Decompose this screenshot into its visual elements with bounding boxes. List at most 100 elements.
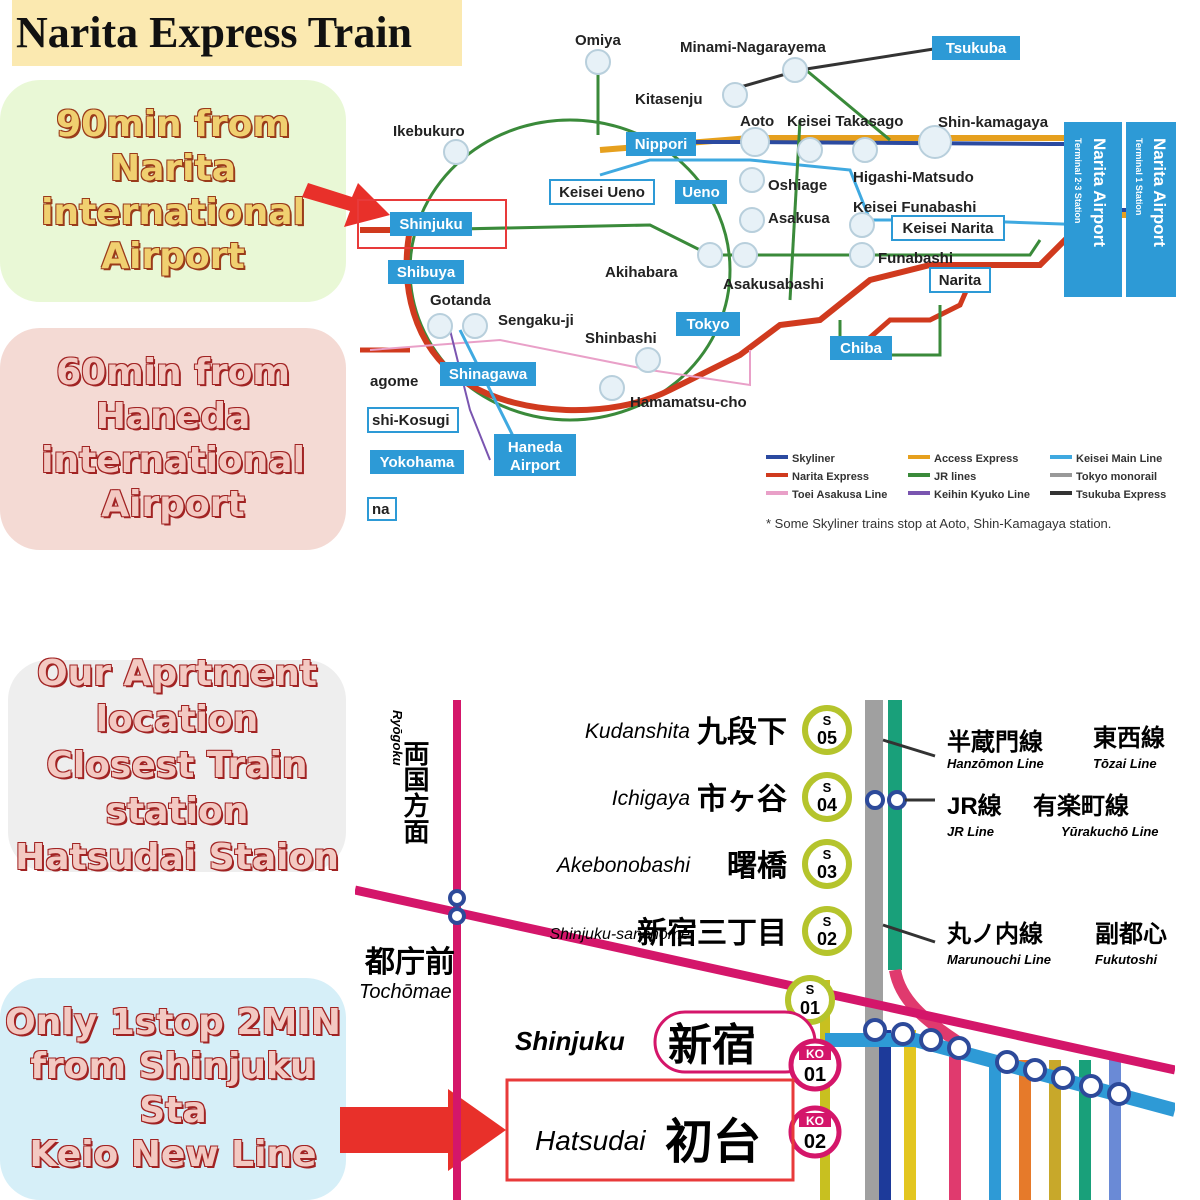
shinjuku-en-label: Shinjuku — [515, 1026, 625, 1056]
legend-note: * Some Skyliner trains stop at Aoto, Shi… — [766, 516, 1111, 531]
legend-swatch — [766, 491, 788, 495]
station-label: Ueno — [682, 184, 720, 201]
bubble-line: Closest Train — [46, 745, 308, 786]
s-code-letter: S — [823, 780, 832, 795]
station-code-circle — [802, 772, 852, 822]
legend-swatch — [1050, 455, 1072, 459]
bubble-line: from Shinjuku — [30, 1046, 316, 1087]
bubble-line: international — [41, 440, 305, 481]
tochomae-jp-label: 都庁前 — [364, 946, 455, 979]
ryogoku-jp-label: 両国方面 — [400, 740, 430, 844]
station-label: Funabashi — [878, 250, 953, 267]
station-label: Akihabara — [605, 264, 678, 281]
station-label: Tokyo — [686, 316, 729, 333]
legend-label: Access Express — [934, 453, 1018, 465]
narita-time-bubble: 90min from Narita international Airport — [0, 80, 346, 302]
bubble-line: location — [95, 699, 259, 740]
legend-label: Tsukuba Express — [1076, 489, 1166, 501]
legend-label: Skyliner — [792, 453, 836, 465]
station-label: Omiya — [575, 32, 622, 49]
bubble-line: Haneda — [95, 396, 251, 437]
airport-terminal-1-panel — [1126, 122, 1176, 297]
s-code-number: 03 — [817, 862, 837, 882]
station-label: Chiba — [840, 340, 882, 357]
station-label: Nippori — [635, 136, 688, 153]
ko-code-number: 01 — [804, 1064, 826, 1086]
apartment-location-bubble: Our Aprtment location Closest Train stat… — [8, 653, 346, 878]
station-label: Gotanda — [430, 292, 491, 309]
station-label: shi-Kosugi — [372, 412, 450, 429]
airport-terminal-1-title: Narita Airport — [1150, 138, 1169, 247]
line-name-en: Hanzōmon Line — [947, 756, 1044, 771]
legend-label: Toei Asakusa Line — [792, 489, 887, 501]
hatsudai-en-label: Hatsudai — [535, 1125, 646, 1156]
line-name-jp: JR線 — [947, 792, 1002, 820]
line-name-jp: 半蔵門線 — [947, 728, 1043, 756]
airport-terminal-23-panel — [1064, 122, 1122, 297]
line-name-en: Fukutoshi — [1095, 952, 1157, 967]
station-code-circle — [802, 839, 852, 889]
s-code-letter: S — [806, 982, 815, 997]
airport-terminal-1-sub: Terminal 1 Station — [1134, 138, 1144, 215]
line-name-jp: 東西線 — [1093, 724, 1165, 752]
airport-terminal-23-sub: Terminal 2·3 Station — [1073, 138, 1083, 223]
station-label: Yokohama — [380, 454, 455, 471]
bubble-line: international — [41, 192, 305, 233]
page-title: Narita Express Train — [12, 0, 462, 66]
station-label: Asakusabashi — [723, 276, 824, 293]
station-label: Aoto — [740, 113, 774, 130]
route-map: Omiya Minami-Nagarayema Kitasenju Ikebuk… — [357, 32, 1176, 531]
legend-swatch — [908, 473, 930, 477]
bubble-line: Narita — [109, 148, 237, 189]
station-label: agome — [370, 373, 418, 390]
station-label: Shinbashi — [585, 330, 657, 347]
keisei-main-line — [599, 158, 1091, 227]
line-name-en: Tōzai Line — [1093, 756, 1157, 771]
station-jp-label: 九段下 — [697, 715, 787, 749]
line-name-en: Yūrakuchō Line — [1061, 824, 1159, 839]
haneda-time-bubble: 60min from Haneda international Airport — [0, 328, 346, 550]
station-label: Shibuya — [397, 264, 456, 281]
line-name-jp: 有楽町線 — [1033, 792, 1129, 820]
station-jp-label: 曙橋 — [727, 850, 788, 883]
bubble-line: Keio New Line — [29, 1134, 317, 1175]
legend-swatch — [908, 455, 930, 459]
legend-label: Narita Express — [792, 471, 869, 483]
station-label: Keisei Ueno — [559, 184, 645, 201]
bubble-line: Only 1stop 2MIN — [5, 1002, 341, 1043]
station-en-label: Shinjuku-sanchome — [549, 926, 690, 943]
station-jp-label: 市ヶ谷 — [697, 782, 787, 816]
station-label: Shin-kamagaya — [938, 114, 1049, 131]
legend-swatch — [908, 491, 930, 495]
station-label: Tsukuba — [946, 40, 1007, 57]
line-legend: Skyliner Access Express Keisei Main LineNa… — [766, 453, 1166, 501]
line-name-en: JR Line — [947, 824, 994, 839]
station-label: Higashi-Matsudo — [853, 169, 974, 186]
line-name-jp: 丸ノ内線 — [946, 920, 1043, 948]
bubble-line: Our Aprtment — [37, 653, 317, 694]
shinjuku-jp-label: 新宿 — [668, 1021, 756, 1070]
station-label: na — [372, 501, 390, 518]
legend-swatch — [766, 473, 788, 477]
station-label: Minami-Nagarayema — [680, 39, 827, 56]
legend-label: Keihin Kyuko Line — [934, 489, 1030, 501]
shinjuku-highlight — [357, 199, 507, 249]
legend-label: Keisei Main Line — [1076, 453, 1162, 465]
station-en-label: Ichigaya — [612, 787, 690, 810]
legend-swatch — [1050, 491, 1072, 495]
narita-express-line — [360, 140, 1073, 414]
bubble-line: 60min from — [56, 352, 290, 393]
tochomae-en-label: Tochōmae — [359, 981, 452, 1003]
station-label: Keisei Funabashi — [853, 199, 976, 216]
one-stop-bubble: Only 1stop 2MIN from Shinjuku Sta Keio N… — [0, 978, 346, 1200]
arrow-to-hatsudai-icon — [340, 1089, 506, 1171]
line-name-en: Marunouchi Line — [947, 952, 1051, 967]
s-code-letter: S — [823, 847, 832, 862]
ryogoku-en-label: Ryōgoku — [390, 710, 405, 766]
station-label: Keisei Narita — [903, 220, 995, 237]
bubble-line: 90min from — [56, 104, 290, 145]
station-label: Kitasenju — [635, 91, 703, 108]
legend-swatch — [766, 455, 788, 459]
legend-swatch — [1050, 473, 1072, 477]
bubble-line: Sta — [139, 1090, 207, 1131]
